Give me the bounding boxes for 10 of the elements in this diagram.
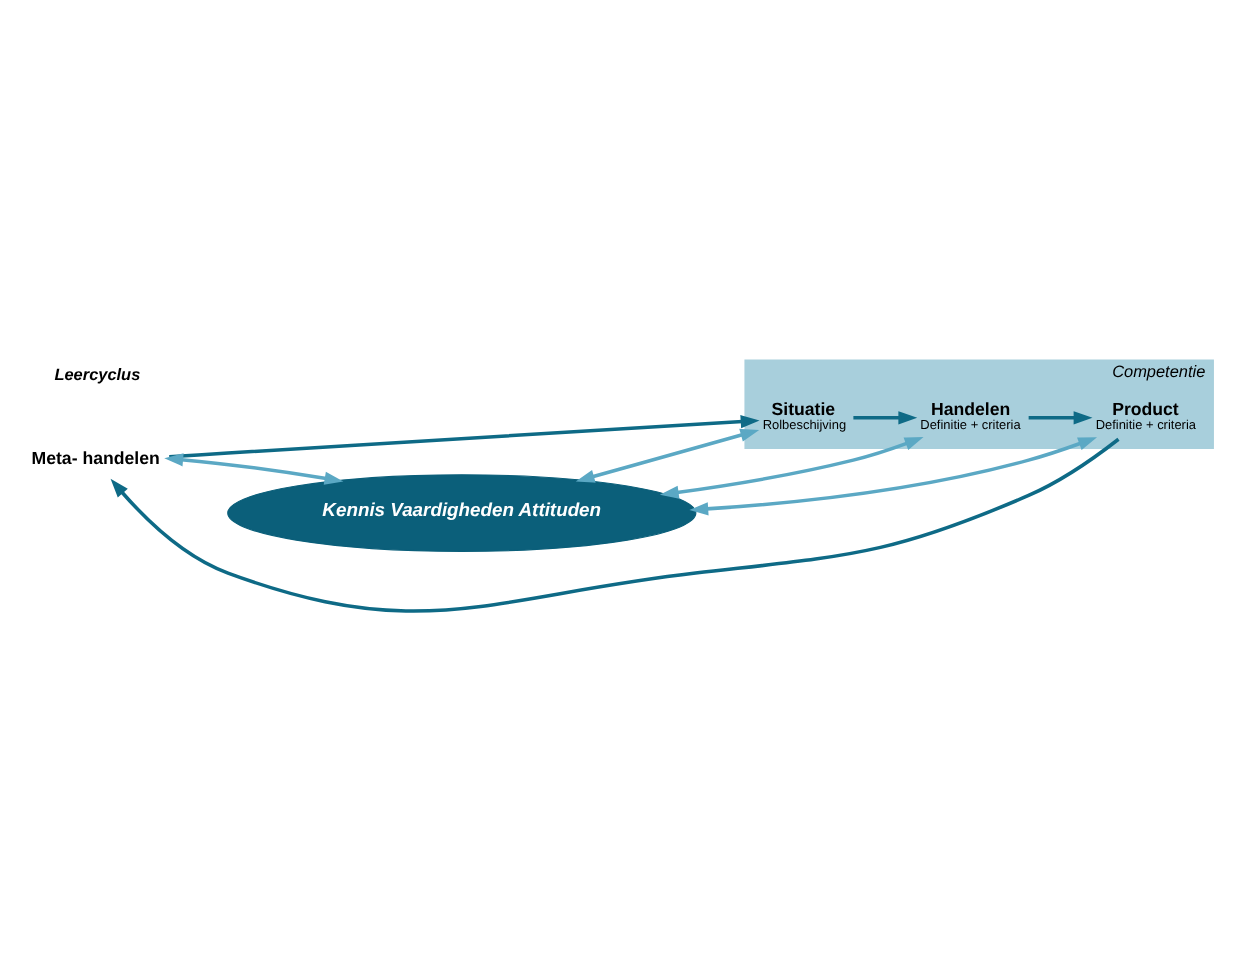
arrow (169, 414, 760, 459)
arrow (575, 428, 760, 483)
node-ellipse: Kennis Vaardigheden Attituden (227, 474, 697, 552)
arrow (659, 437, 924, 499)
arrow (164, 453, 344, 485)
arrow (110, 437, 1120, 613)
arrow (1028, 411, 1093, 425)
arrow (689, 437, 1098, 516)
node-text: Meta- handelen (31, 448, 160, 469)
arrow (853, 411, 918, 425)
